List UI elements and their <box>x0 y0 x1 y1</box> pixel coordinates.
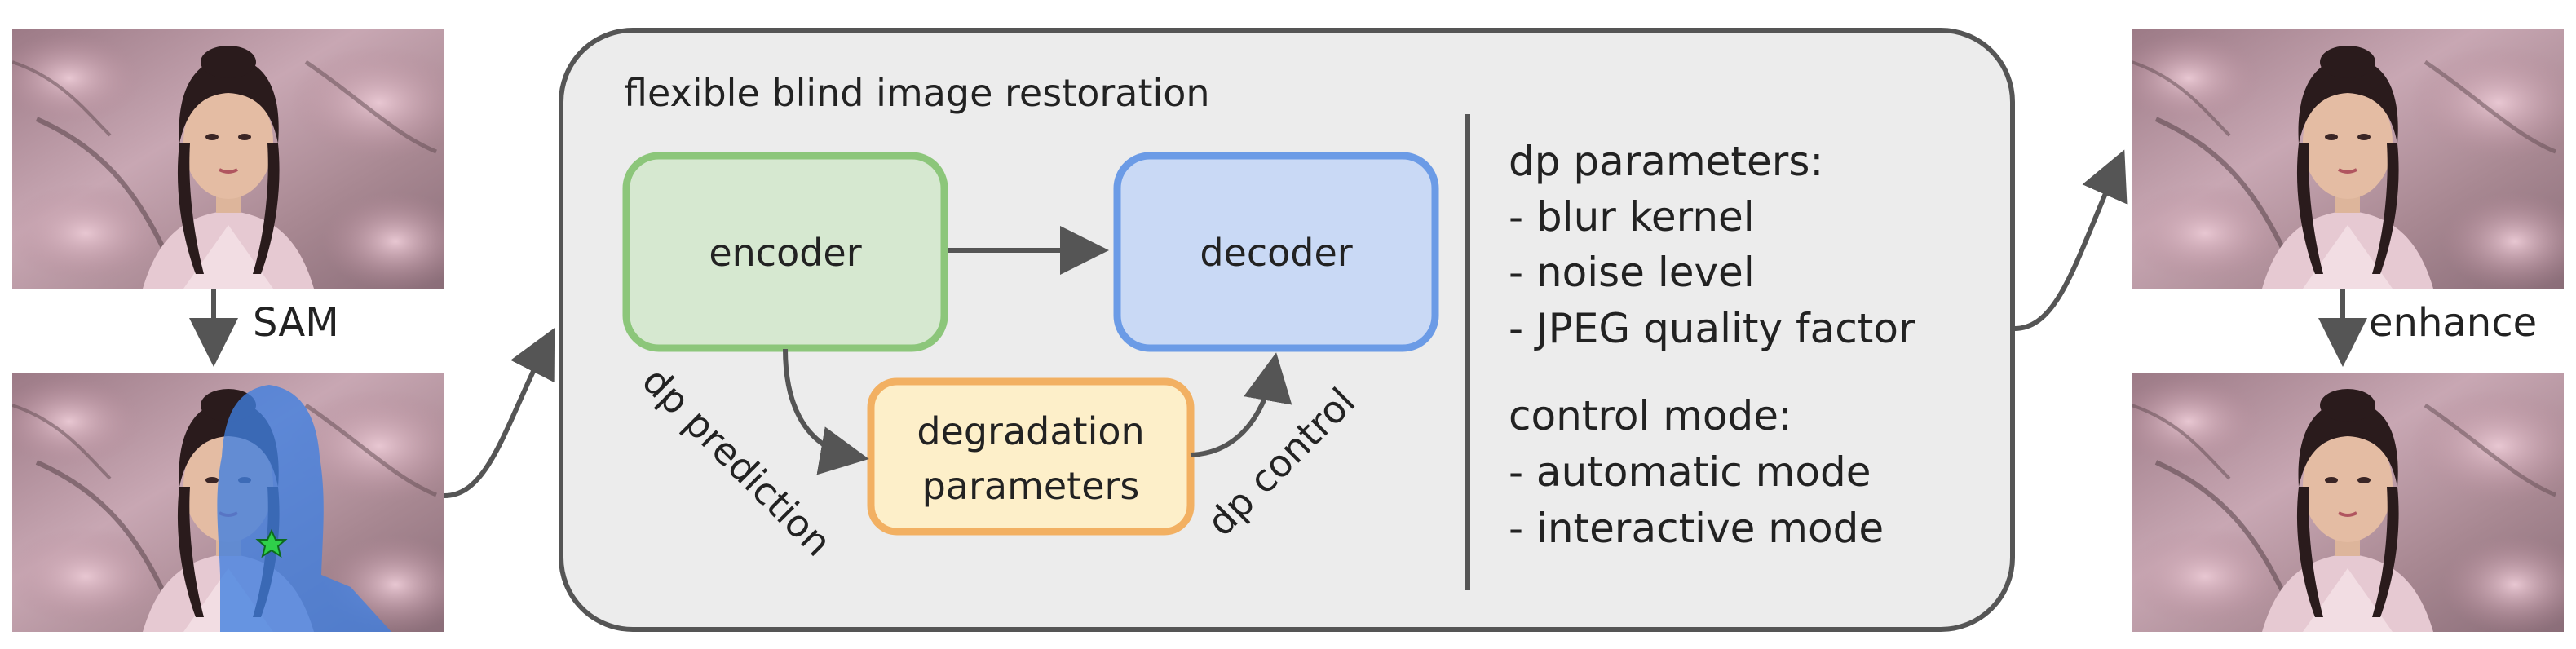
restored-image <box>2115 29 2576 290</box>
encoder-label: encoder <box>709 231 861 275</box>
encoder-box <box>622 152 948 352</box>
sam-image <box>0 373 469 632</box>
degradation-parameters-box <box>867 377 1195 536</box>
prompt-star-icon <box>255 528 288 558</box>
panel-title: flexible blind image restoration <box>624 71 1210 115</box>
mode-heading: control mode: <box>1509 392 1792 439</box>
sam-label: SAM <box>253 300 339 346</box>
mode-automatic: - automatic mode <box>1509 448 1871 496</box>
mode-interactive: - interactive mode <box>1509 505 1884 552</box>
degradation-label-line1: degradation <box>917 409 1144 453</box>
param-jpeg: - JPEG quality factor <box>1509 305 1915 352</box>
dp-control-arrow <box>1190 352 1292 457</box>
input-to-panel-arrow <box>444 327 555 498</box>
input-image <box>0 29 469 290</box>
segmentation-mask <box>217 385 391 632</box>
dp-prediction-arrow <box>783 348 869 475</box>
params-heading: dp parameters: <box>1509 138 1823 185</box>
param-noise: - noise level <box>1509 249 1755 296</box>
enhance-label: enhance <box>2369 300 2537 346</box>
panel-to-output-arrow <box>2013 149 2128 331</box>
decoder-label: decoder <box>1200 231 1352 275</box>
enhanced-image <box>2115 373 2576 634</box>
decoder-box <box>1113 152 1439 352</box>
degradation-label-line2: parameters <box>922 464 1140 508</box>
param-blur: - blur kernel <box>1509 193 1755 241</box>
